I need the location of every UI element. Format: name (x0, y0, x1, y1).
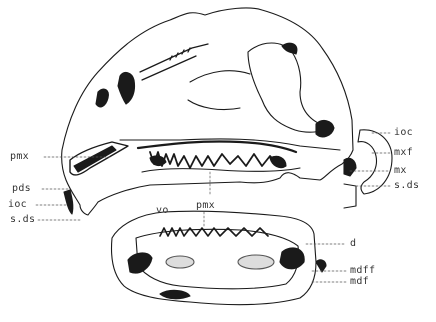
inner-curve (188, 71, 250, 110)
label-mxf: mxf (394, 147, 413, 158)
left-prong (64, 190, 73, 214)
mandible-oval-left (166, 256, 194, 268)
label-pmx-left: pmx (10, 151, 29, 162)
palate-lower (142, 168, 300, 172)
tooth-band (150, 152, 278, 168)
label-ioc-left: ioc (8, 199, 27, 210)
label-mdf: mdf (350, 276, 369, 287)
dark-bone-4 (316, 121, 334, 137)
label-vo: vo (156, 205, 169, 216)
label-sds-left: s.ds (10, 214, 35, 225)
tooth-dark-mass-2 (270, 156, 286, 167)
dark-bone-2 (96, 89, 108, 107)
label-mx: mx (394, 165, 407, 176)
palate-bar (138, 141, 296, 152)
label-pds: pds (12, 183, 31, 194)
mandible-oval-right (238, 255, 274, 269)
label-mdff: mdff (350, 265, 375, 276)
right-fragment (316, 260, 326, 272)
orbit-cavity (248, 43, 330, 132)
mandible-dark-bottom (160, 290, 190, 298)
dark-bone-1 (118, 73, 135, 104)
mandible-teeth (160, 228, 268, 236)
mandible-dark-right (280, 248, 304, 269)
mandible-inner (136, 229, 299, 289)
right-hook (358, 130, 392, 194)
right-tab (344, 184, 356, 208)
label-ioc-right: ioc (394, 127, 413, 138)
snout-outline (62, 8, 353, 215)
mandible-dark-left (128, 253, 152, 273)
right-inner (344, 158, 356, 176)
dorsal-bone-strip (140, 44, 208, 80)
dark-bone-3 (282, 43, 297, 54)
left-lateral-dark (74, 146, 116, 172)
label-d: d (350, 238, 356, 249)
label-pmx-center: pmx (196, 200, 215, 211)
label-sds-right: s.ds (394, 180, 419, 191)
tooth-dark-mass (150, 156, 166, 166)
